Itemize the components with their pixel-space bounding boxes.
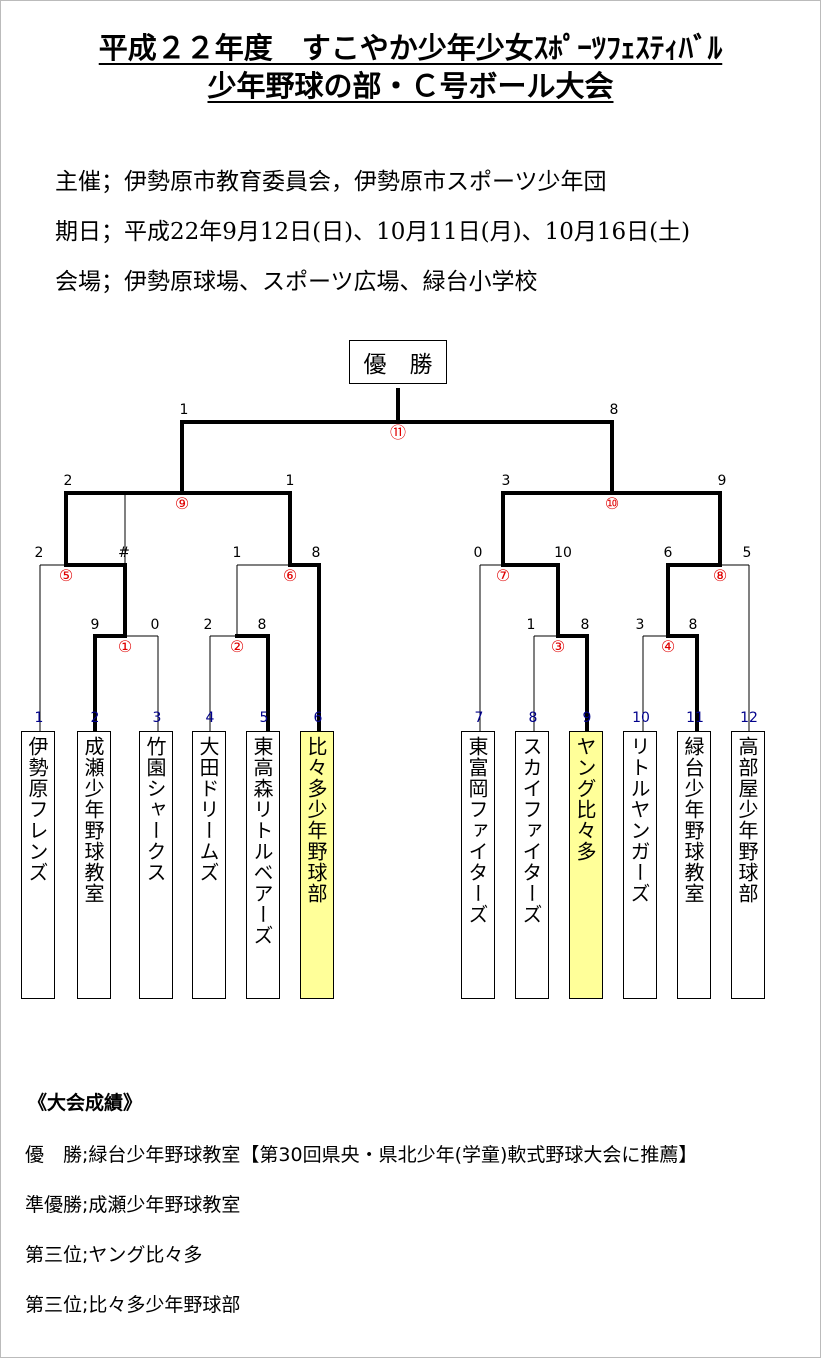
game-number-4: ④ <box>660 637 676 656</box>
game-number-5: ⑤ <box>58 566 74 585</box>
score-g11-right: 8 <box>609 402 619 418</box>
result-winner: 優 勝;緑台少年野球教室【第30回県央・県北少年(学童)軟式野球大会に推薦】 <box>25 1144 698 1166</box>
score-g10-right: 9 <box>717 473 727 489</box>
score-g5-right: # <box>118 545 130 561</box>
score-g1-right: 0 <box>150 617 160 633</box>
score-g6-right: 8 <box>311 545 321 561</box>
score-g2-right: 8 <box>257 617 267 633</box>
team-seed-10: 10 <box>632 710 650 726</box>
result-runner-up: 準優勝;成瀬少年野球教室 <box>25 1194 241 1216</box>
score-g6-left: 1 <box>232 545 242 561</box>
host-info: 主催；伊勢原市教育委員会，伊勢原市スポーツ少年団 <box>55 169 607 195</box>
team-seed-6: 6 <box>313 710 323 726</box>
team-seed-7: 7 <box>474 710 484 726</box>
score-g8-left: 6 <box>663 545 673 561</box>
game-number-8: ⑧ <box>712 566 728 585</box>
team-box-7: 東富岡ファイターズ <box>461 731 495 999</box>
game-number-7: ⑦ <box>495 566 511 585</box>
score-g4-left: 3 <box>635 617 645 633</box>
score-g7-left: 0 <box>473 545 483 561</box>
team-box-8: スカイファイターズ <box>515 731 549 999</box>
venue-info: 会場；伊勢原球場、スポーツ広場、緑台小学校 <box>55 269 538 295</box>
score-g7-right: 10 <box>554 545 572 561</box>
team-box-10: リトルヤンガーズ <box>623 731 657 999</box>
game-number-9: ⑨ <box>174 494 190 513</box>
team-seed-9: 9 <box>582 710 592 726</box>
score-g3-left: 1 <box>526 617 536 633</box>
score-g10-left: 3 <box>501 473 511 489</box>
team-seed-3: 3 <box>152 710 162 726</box>
title-line-1: 平成２２年度 すこやか少年少女ｽﾎﾟｰﾂﾌｪｽﾃｨﾊﾞﾙ <box>98 31 723 65</box>
team-box-3: 竹園シャークス <box>139 731 173 999</box>
champion-box: 優 勝 <box>349 340 447 384</box>
game-number-1: ① <box>117 637 133 656</box>
game-number-10: ⑩ <box>604 494 620 513</box>
score-g8-right: 5 <box>742 545 752 561</box>
team-box-12: 高部屋少年野球部 <box>731 731 765 999</box>
score-g9-left: 2 <box>63 473 73 489</box>
score-g5-left: 2 <box>34 545 44 561</box>
team-seed-5: 5 <box>259 710 269 726</box>
team-seed-12: 12 <box>740 710 758 726</box>
score-g3-right: 8 <box>580 617 590 633</box>
team-box-4: 大田ドリームズ <box>192 731 226 999</box>
score-g1-left: 9 <box>90 617 100 633</box>
team-seed-2: 2 <box>90 710 100 726</box>
team-box-5: 東高森リトルベアーズ <box>246 731 280 999</box>
team-box-11: 緑台少年野球教室 <box>677 731 711 999</box>
team-seed-4: 4 <box>205 710 215 726</box>
team-seed-1: 1 <box>34 710 44 726</box>
result-third-a: 第三位;ヤング比々多 <box>25 1244 203 1266</box>
game-number-3: ③ <box>550 637 566 656</box>
score-g9-right: 1 <box>285 473 295 489</box>
dates-info: 期日；平成22年9月12日(日)、10月11日(月)、10月16日(土) <box>55 219 691 245</box>
score-g11-left: 1 <box>179 402 189 418</box>
game-number-2: ② <box>229 637 245 656</box>
bracket-winner-paths <box>64 388 722 733</box>
score-g2-left: 2 <box>203 617 213 633</box>
team-box-6: 比々多少年野球部 <box>300 731 334 999</box>
team-seed-11: 11 <box>686 710 704 726</box>
team-box-9: ヤング比々多 <box>569 731 603 999</box>
team-box-2: 成瀬少年野球教室 <box>77 731 111 999</box>
team-seed-8: 8 <box>528 710 538 726</box>
game-number-11: ⑪ <box>389 423 407 442</box>
title-line-2: 少年野球の部・Ｃ号ボール大会 <box>207 69 614 103</box>
result-third-b: 第三位;比々多少年野球部 <box>25 1294 241 1316</box>
bracket-thin-lines <box>39 421 750 731</box>
results-heading: 《大会成績》 <box>28 1092 143 1114</box>
score-g4-right: 8 <box>688 617 698 633</box>
game-number-6: ⑥ <box>282 566 298 585</box>
team-box-1: 伊勢原フレンズ <box>21 731 55 999</box>
